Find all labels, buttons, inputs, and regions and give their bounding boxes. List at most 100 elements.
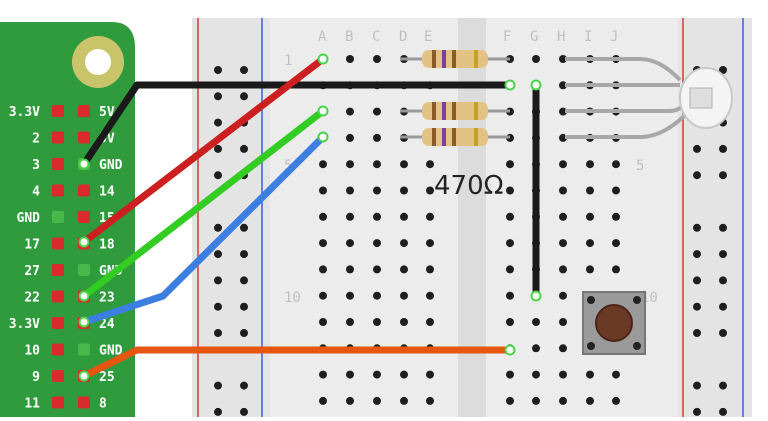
button-cap[interactable] xyxy=(595,304,633,342)
breadboard-hole xyxy=(346,291,354,300)
rail-hole xyxy=(693,171,701,180)
rail-hole xyxy=(693,329,701,337)
gpio-pin xyxy=(52,396,64,409)
pin-label: 9 xyxy=(32,370,40,385)
row-number: 5 xyxy=(636,158,644,174)
gpio-pin xyxy=(78,211,90,223)
breadboard-hole xyxy=(373,239,381,248)
rail-hole xyxy=(693,407,701,416)
pin-label: 22 xyxy=(24,291,40,306)
breadboard-hole xyxy=(559,396,567,405)
rail-hole xyxy=(240,381,248,390)
pin-label: 3.3V xyxy=(9,317,40,332)
rail-hole xyxy=(719,250,727,259)
breadboard-hole xyxy=(612,212,620,221)
breadboard-hole xyxy=(346,55,354,63)
wires xyxy=(80,55,540,380)
breadboard-hole xyxy=(346,107,354,116)
breadboard-hole xyxy=(346,370,354,379)
breadboard-hole xyxy=(612,265,620,274)
center-trench xyxy=(458,18,486,418)
gpio-pin xyxy=(78,343,90,356)
breadboard-hole xyxy=(373,370,381,379)
rail-hole xyxy=(214,329,222,337)
breadboard-hole xyxy=(559,186,567,195)
col-letter: C xyxy=(372,29,380,45)
resistor xyxy=(400,102,510,120)
breadboard-hole xyxy=(559,318,567,326)
pin-label: 3.3V xyxy=(9,105,40,120)
resistors xyxy=(400,50,510,146)
pin-label: 27 xyxy=(24,264,40,279)
rgb-led xyxy=(565,57,733,139)
breadboard-hole xyxy=(586,265,594,274)
col-letter: E xyxy=(424,29,432,45)
gpio-pin xyxy=(52,158,64,170)
breadboard-hole xyxy=(532,370,540,379)
pin-label: GND xyxy=(99,158,123,173)
rail-hole xyxy=(214,381,222,390)
breadboard-hole xyxy=(506,396,514,405)
breadboard-hole xyxy=(400,291,408,300)
breadboard-hole xyxy=(319,265,327,274)
row-number: 10 xyxy=(284,290,301,306)
rail-hole xyxy=(719,66,727,74)
breadboard-hole xyxy=(506,265,514,274)
wire-22 xyxy=(80,133,327,326)
breadboard-hole xyxy=(319,318,327,326)
breadboard-hole xyxy=(586,186,594,195)
breadboard-hole xyxy=(346,212,354,221)
rail-hole xyxy=(693,223,701,232)
push-button[interactable] xyxy=(582,291,646,355)
pin-label: 17 xyxy=(24,238,40,253)
pin-label: 4 xyxy=(32,185,40,200)
breadboard-hole xyxy=(559,212,567,221)
pin-label: 5V xyxy=(99,105,115,120)
breadboard-hole xyxy=(319,212,327,221)
breadboard-hole xyxy=(532,55,540,63)
breadboard-hole xyxy=(426,396,434,405)
breadboard-hole xyxy=(373,55,381,63)
breadboard-hole xyxy=(373,107,381,116)
col-letter: D xyxy=(399,29,407,45)
pin-label: 14 xyxy=(99,185,115,200)
rail-hole xyxy=(214,407,222,416)
breadboard-hole xyxy=(373,265,381,274)
pin-label: 11 xyxy=(24,397,40,412)
breadboard-hole xyxy=(506,239,514,248)
rail-hole xyxy=(240,144,248,153)
breadboard-hole xyxy=(373,396,381,405)
breadboard-hole xyxy=(400,396,408,405)
breadboard-hole xyxy=(612,186,620,195)
rail-hole xyxy=(719,171,727,180)
breadboard-hole xyxy=(400,265,408,274)
rail-hole xyxy=(719,381,727,390)
breadboard-hole xyxy=(586,396,594,405)
gpio-pin xyxy=(52,105,64,117)
rail-hole xyxy=(693,144,701,153)
breadboard-hole xyxy=(346,133,354,142)
breadboard-hole xyxy=(506,212,514,221)
wire-17 xyxy=(80,55,327,246)
rail-hole xyxy=(214,250,222,259)
breadboard-hole xyxy=(426,212,434,221)
breadboard-hole xyxy=(400,370,408,379)
breadboard-hole xyxy=(319,239,327,248)
breadboard-hole xyxy=(506,291,514,300)
rail-hole xyxy=(693,250,701,259)
rail-hole xyxy=(214,171,222,180)
col-letter: H xyxy=(557,29,565,45)
col-letter: G xyxy=(530,29,538,45)
rail-hole xyxy=(693,302,701,311)
breadboard-hole xyxy=(319,160,327,169)
breadboard-hole xyxy=(346,160,354,169)
gpio-pin xyxy=(52,370,64,382)
rail-hole xyxy=(214,223,222,232)
pin-label: 10 xyxy=(24,344,40,359)
col-letter: I xyxy=(584,29,592,45)
rail-hole xyxy=(719,329,727,337)
breadboard-hole xyxy=(346,265,354,274)
breadboard-hole xyxy=(612,160,620,169)
breadboard-hole xyxy=(426,265,434,274)
